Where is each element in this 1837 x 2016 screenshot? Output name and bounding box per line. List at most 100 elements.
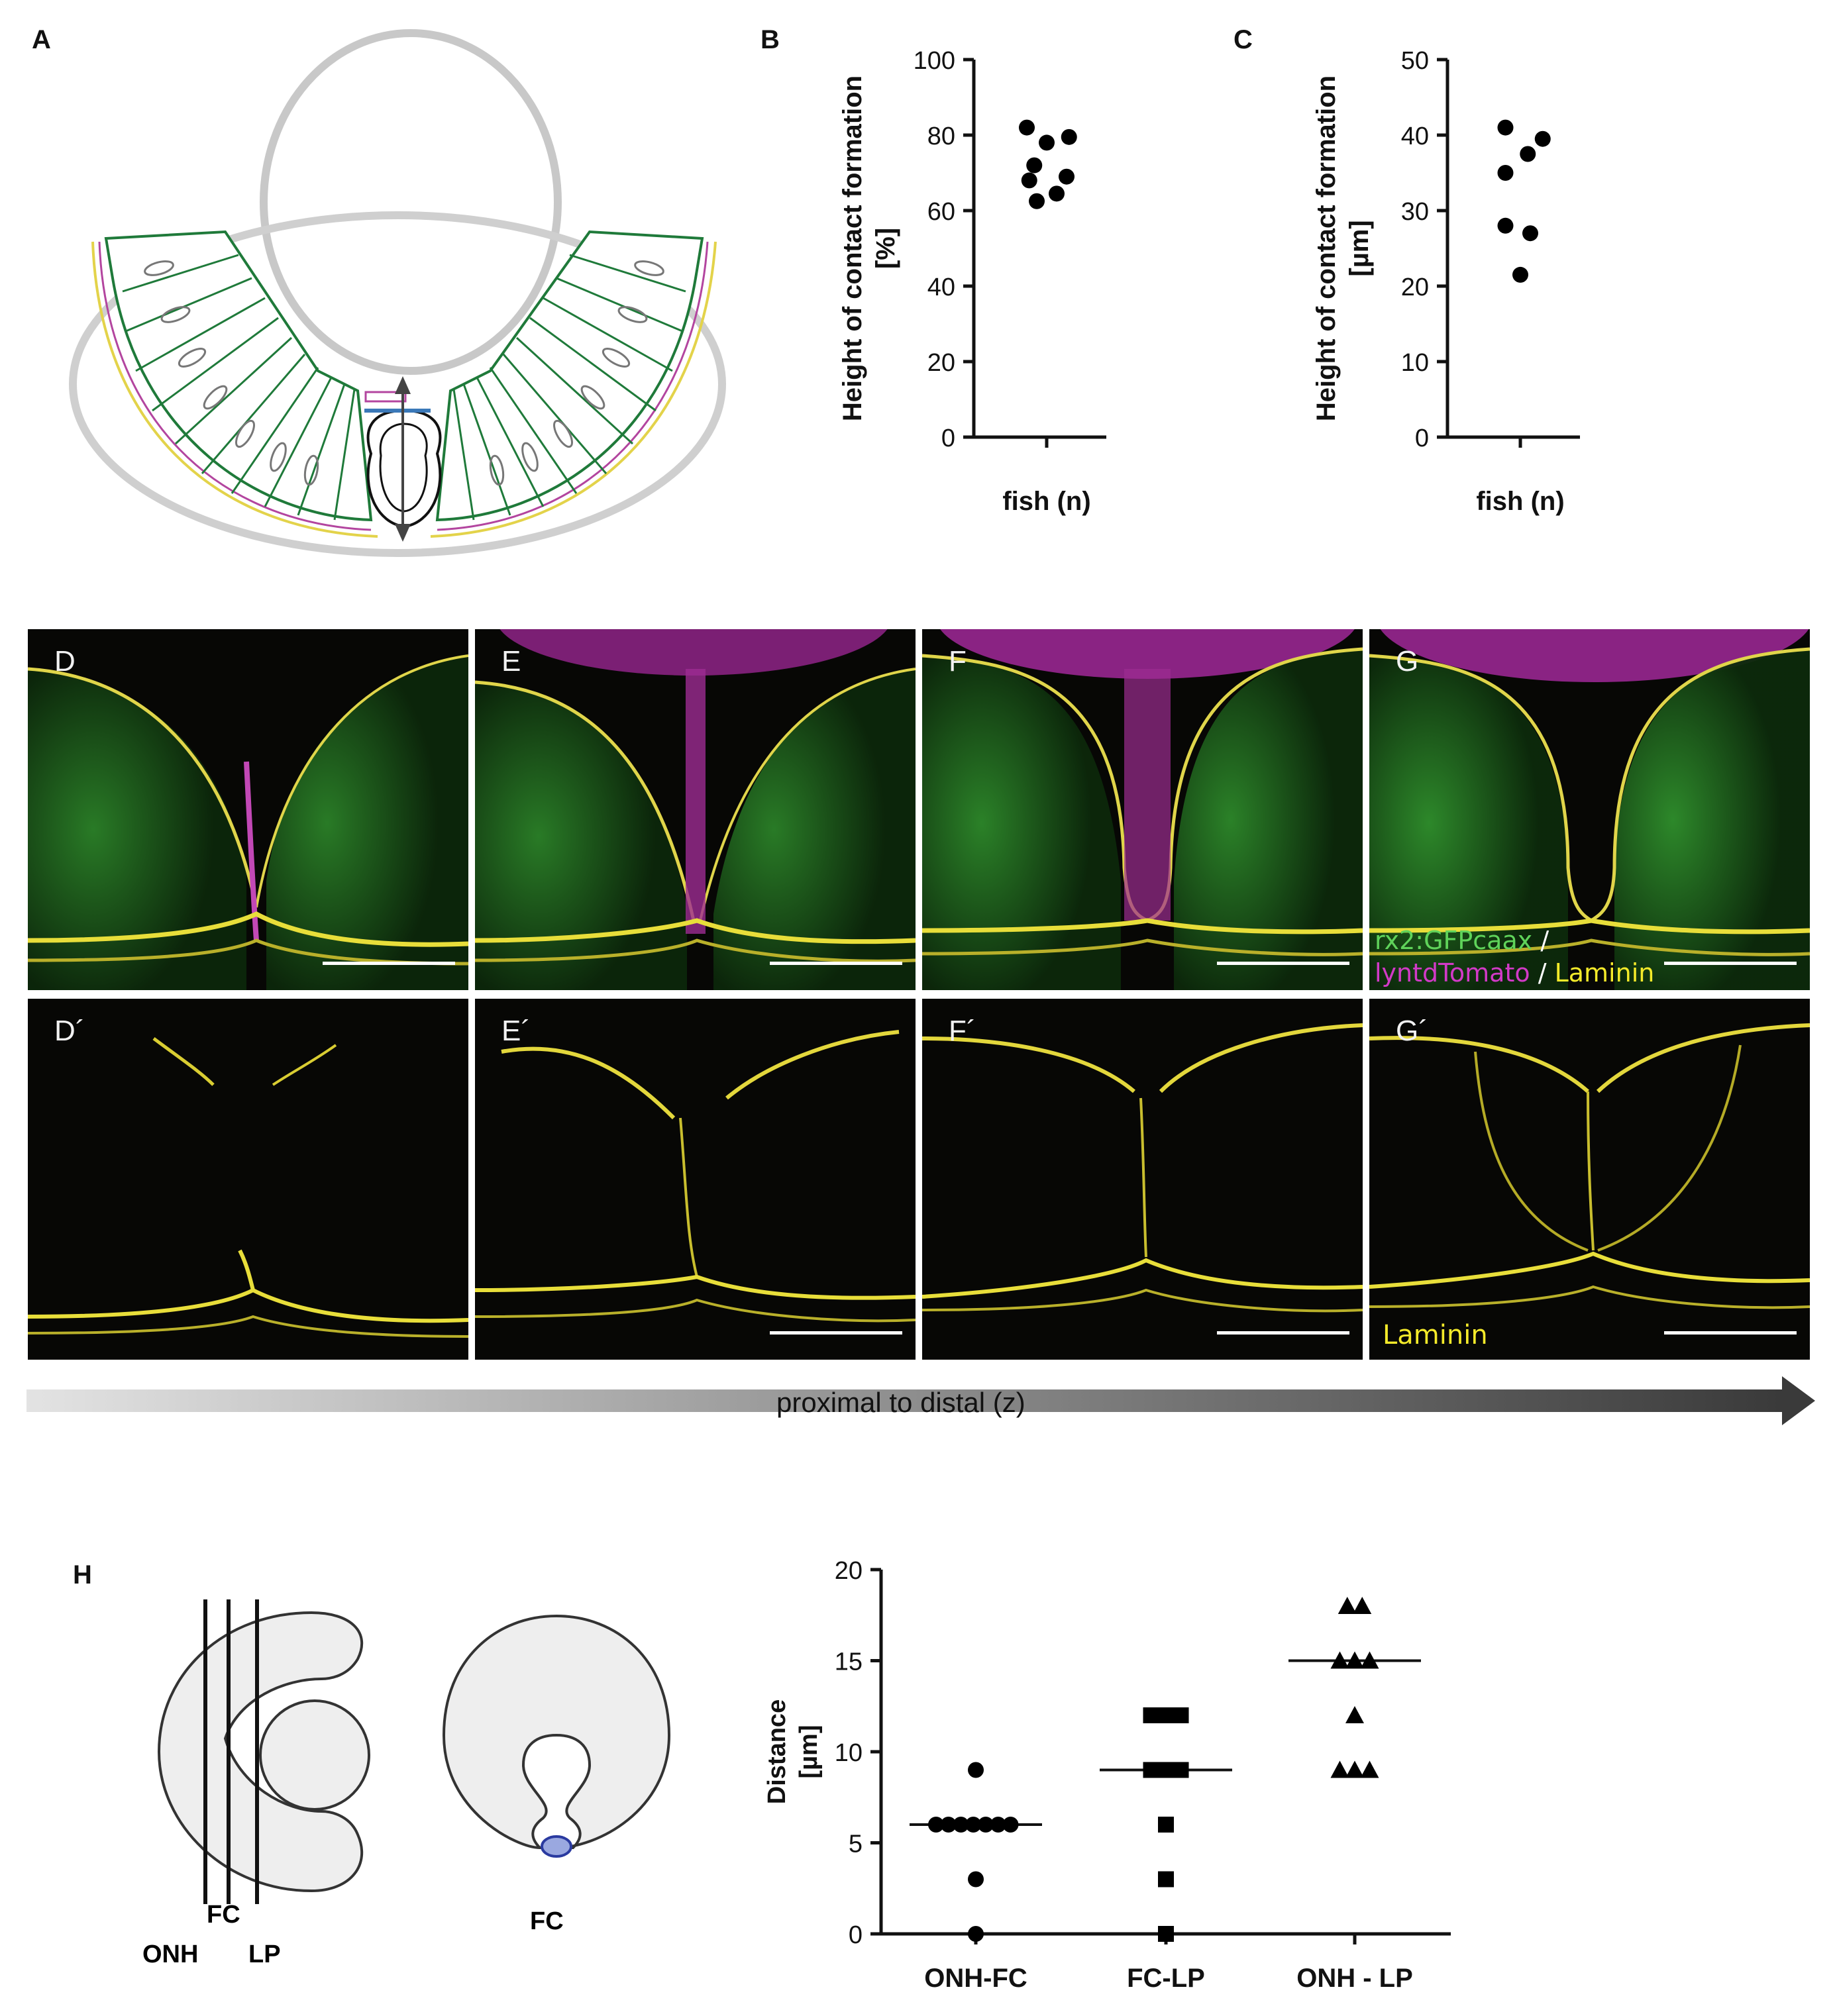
y-tick-label: 15 (835, 1648, 863, 1676)
data-point (1158, 1926, 1174, 1942)
legend-magenta: lyntdTomato (1375, 958, 1530, 987)
y-tick-label: 60 (927, 198, 955, 226)
label-fc-side: FC (207, 1901, 240, 1929)
panel-label-g: G (1396, 645, 1419, 678)
y-tick-label: 10 (835, 1739, 863, 1767)
data-point (1353, 1597, 1372, 1614)
data-point (968, 1762, 984, 1778)
channel-legend-line1: rx2:GFPcaax / (1375, 926, 1549, 955)
data-point (1338, 1597, 1357, 1614)
data-point (1345, 1651, 1364, 1669)
data-point (1345, 1760, 1364, 1778)
y-axis-label: Height of contact formation[µm] (1312, 76, 1374, 421)
legend-green: rx2:GFPcaax (1375, 926, 1533, 955)
y-tick-label: 20 (927, 349, 955, 377)
panel-label-a: A (32, 25, 51, 54)
y-axis-label-line: Height of contact formation (838, 76, 867, 421)
data-point (1061, 128, 1077, 145)
micrograph-g: G rx2:GFPcaax / lyntdTomato / Laminin (1369, 629, 1810, 990)
data-point (1158, 1762, 1174, 1778)
panel-label-g-prime: G´ (1396, 1015, 1428, 1047)
y-tick-label: 20 (835, 1557, 863, 1585)
data-point (1360, 1760, 1379, 1778)
data-point (1143, 1762, 1159, 1778)
data-point (968, 1926, 984, 1942)
eye-cup-schematic (69, 29, 726, 557)
scale-bar (770, 962, 902, 965)
optic-cup-side-diagram (157, 1599, 671, 1904)
y-axis-label: Height of contact formation[%] (838, 76, 900, 421)
y-tick-label: 80 (927, 123, 955, 150)
data-point (1360, 1651, 1379, 1669)
data-point (1158, 1871, 1174, 1888)
right-neuroepithelium (435, 230, 704, 522)
panel-label-b: B (761, 25, 780, 54)
x-category-label: ONH - LP (1296, 1964, 1413, 1993)
data-point (940, 1817, 957, 1833)
panel-label-e: E (501, 645, 521, 678)
scale-bar (1217, 962, 1349, 965)
periocular-membrane (98, 241, 709, 531)
data-point (1522, 225, 1538, 242)
y-tick-label: 5 (849, 1831, 863, 1858)
y-tick-label: 30 (1401, 198, 1429, 226)
legend-slash: / (1532, 926, 1549, 955)
data-point (1059, 168, 1075, 185)
data-point (1497, 119, 1514, 136)
y-tick-label: 100 (914, 47, 955, 75)
y-tick-label: 0 (849, 1921, 863, 1949)
y-axis-label: Distance[µm] (763, 1699, 823, 1804)
y-tick-label: 40 (927, 274, 955, 301)
label-onh: ONH (142, 1940, 199, 1968)
panel-label-f: F (949, 645, 967, 678)
data-point (1173, 1762, 1189, 1778)
data-point (1049, 185, 1065, 202)
data-point (1534, 130, 1551, 147)
data-point (1143, 1707, 1159, 1723)
legend-slash: / (1530, 958, 1555, 987)
label-fc-front: FC (530, 1907, 564, 1935)
y-tick-label: 0 (1415, 425, 1429, 452)
data-point (1158, 1817, 1174, 1833)
panel-label-h: H (73, 1560, 92, 1589)
y-tick-label: 50 (1401, 47, 1429, 75)
data-point (1039, 134, 1055, 151)
data-point (1173, 1707, 1189, 1723)
data-point (1497, 165, 1514, 181)
label-lp: LP (248, 1940, 281, 1968)
micrograph-e: E (475, 629, 916, 990)
proximal-distal-arrow (26, 1376, 1815, 1425)
micrograph-d-prime: D´ (28, 999, 468, 1360)
data-point (1021, 172, 1037, 189)
y-tick-label: 0 (941, 425, 955, 452)
y-tick-label: 10 (1401, 349, 1429, 377)
panel-label-d-prime: D´ (54, 1015, 85, 1047)
scale-bar (323, 962, 455, 965)
data-point (928, 1817, 944, 1833)
data-point (965, 1817, 982, 1833)
micrograph-f: F (922, 629, 1363, 990)
y-axis-label-line: [%] (871, 228, 900, 269)
fissure-region (541, 1835, 572, 1858)
data-point (1026, 157, 1043, 174)
scale-bar (1664, 1331, 1797, 1335)
x-axis-label: fish (n) (1476, 487, 1564, 516)
data-point (978, 1817, 994, 1833)
scale-bar (1217, 1331, 1349, 1335)
y-axis-label-line: Height of contact formation (1312, 76, 1341, 421)
gradient-arrow-label: proximal to distal (z) (776, 1387, 1025, 1418)
micrograph-f-prime: F´ (922, 999, 1363, 1360)
micrograph-d: D (28, 629, 468, 990)
panel-label-d: D (54, 645, 76, 678)
channel-legend-line2: lyntdTomato / Laminin (1375, 958, 1654, 987)
data-point (1029, 193, 1045, 209)
data-point (1520, 146, 1536, 162)
micrograph-e-prime: E´ (475, 999, 916, 1360)
data-point (1512, 266, 1528, 283)
data-point (1497, 217, 1514, 234)
panel-label-e-prime: E´ (501, 1015, 531, 1047)
y-tick-label: 40 (1401, 123, 1429, 150)
y-tick-label: 20 (1401, 274, 1429, 301)
